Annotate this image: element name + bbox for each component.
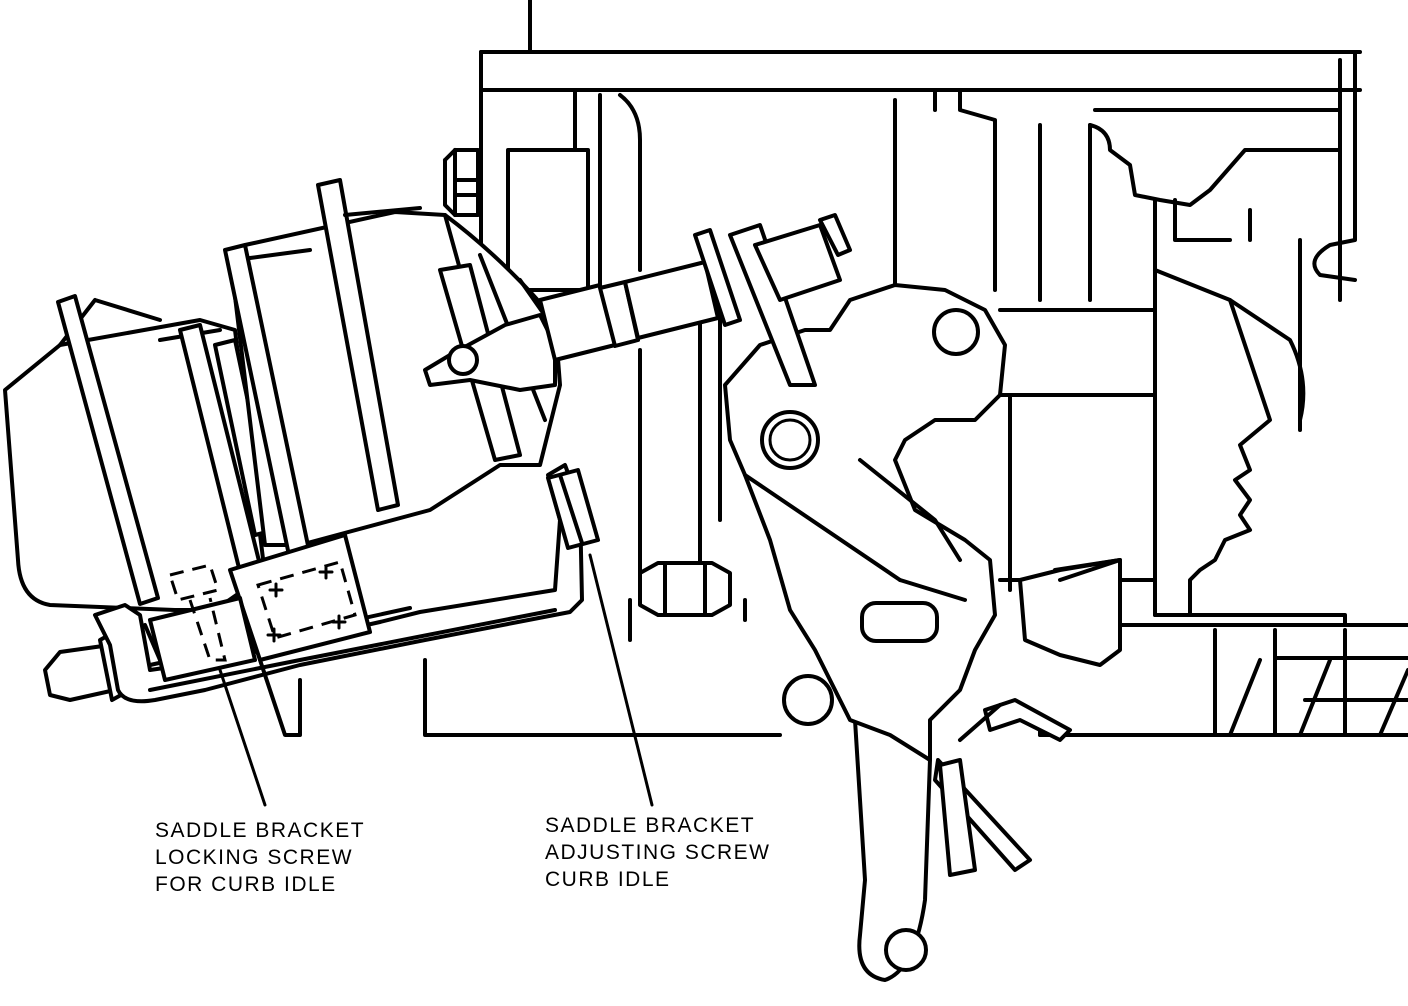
adjusting-screw-label-line2: ADJUSTING SCREW [545, 841, 771, 864]
leader-line-locking-screw [218, 668, 267, 807]
carburetor-body [423, 0, 1408, 737]
locking-clamp-block [148, 533, 372, 682]
leader-line-adjusting-screw [588, 553, 654, 807]
throttle-lever [693, 213, 1122, 982]
adjusting-screw [546, 468, 600, 550]
adjusting-screw-label-line3: CURB IDLE [545, 868, 671, 891]
mounting-bolt-upper [443, 148, 590, 292]
callout-adjusting-screw: SADDLE BRACKET ADJUSTING SCREW CURB IDLE [545, 812, 771, 893]
locking-screw-label-line3: FOR CURB IDLE [155, 873, 337, 896]
locking-screw-label-line2: LOCKING SCREW [155, 846, 354, 869]
adjusting-screw-label-line1: SADDLE BRACKET [545, 814, 756, 837]
locking-screw-label-line1: SADDLE BRACKET [155, 819, 366, 842]
vacuum-diaphragm [3, 178, 720, 702]
mounting-bolt-lower [638, 561, 732, 617]
callout-locking-screw: SADDLE BRACKET LOCKING SCREW FOR CURB ID… [155, 817, 365, 898]
